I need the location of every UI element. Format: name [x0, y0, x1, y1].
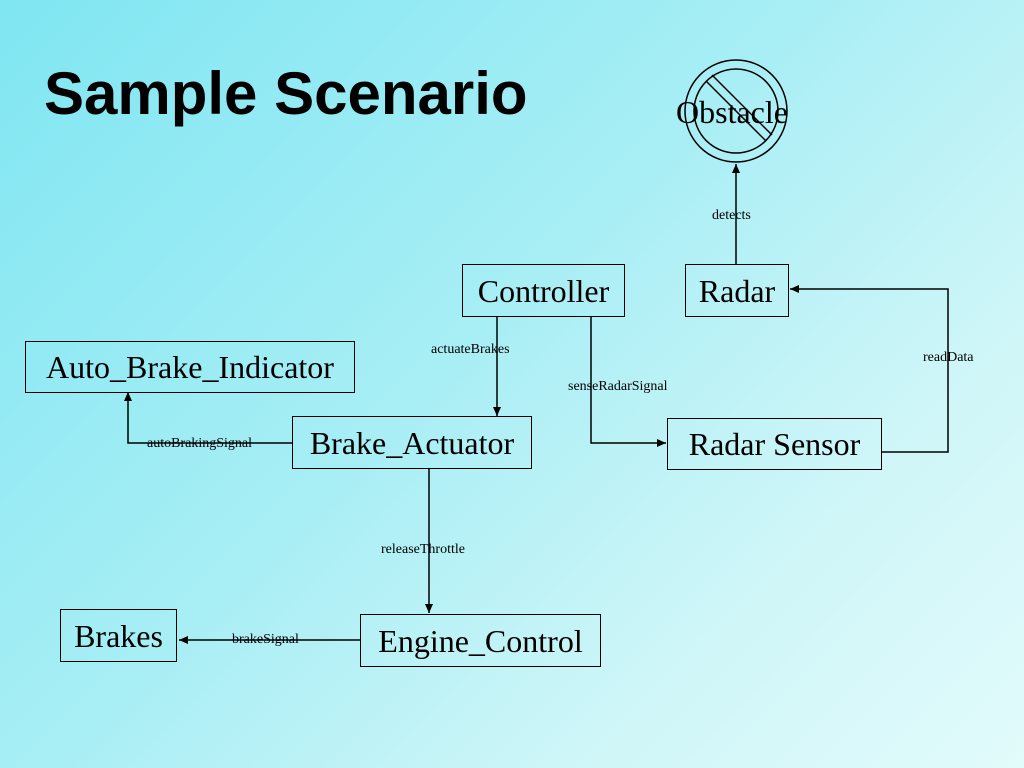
edge-sense-radar-signal: [590, 317, 666, 447]
slide-title: Sample Scenario: [44, 60, 528, 127]
edge-label-read-data: readData: [923, 350, 974, 365]
brakes-node: Brakes: [60, 609, 177, 662]
edge-label-actuate-brakes: actuateBrakes: [431, 342, 510, 357]
edge-label-auto-braking-signal: autoBrakingSignal: [147, 436, 252, 451]
obstacle-prohibited-icon: [684, 59, 788, 163]
engine-control-node: Engine_Control: [360, 614, 601, 667]
edge-read-data: [790, 285, 949, 453]
auto-brake-indicator-node: Auto_Brake_Indicator: [25, 341, 355, 393]
radar-node: Radar: [685, 264, 789, 317]
radar-sensor-node: Radar Sensor: [667, 418, 882, 470]
obstacle-label: Obstacle: [676, 94, 788, 130]
edge-label-sense-radar-signal: senseRadarSignal: [568, 379, 668, 394]
edge-label-brake-signal: brakeSignal: [232, 632, 299, 647]
edge-auto-braking-signal: [124, 392, 292, 444]
edge-label-detects: detects: [712, 208, 751, 223]
controller-node: Controller: [462, 264, 625, 317]
brake-actuator-node: Brake_Actuator: [292, 416, 532, 469]
edge-label-release-throttle: releaseThrottle: [381, 542, 465, 557]
